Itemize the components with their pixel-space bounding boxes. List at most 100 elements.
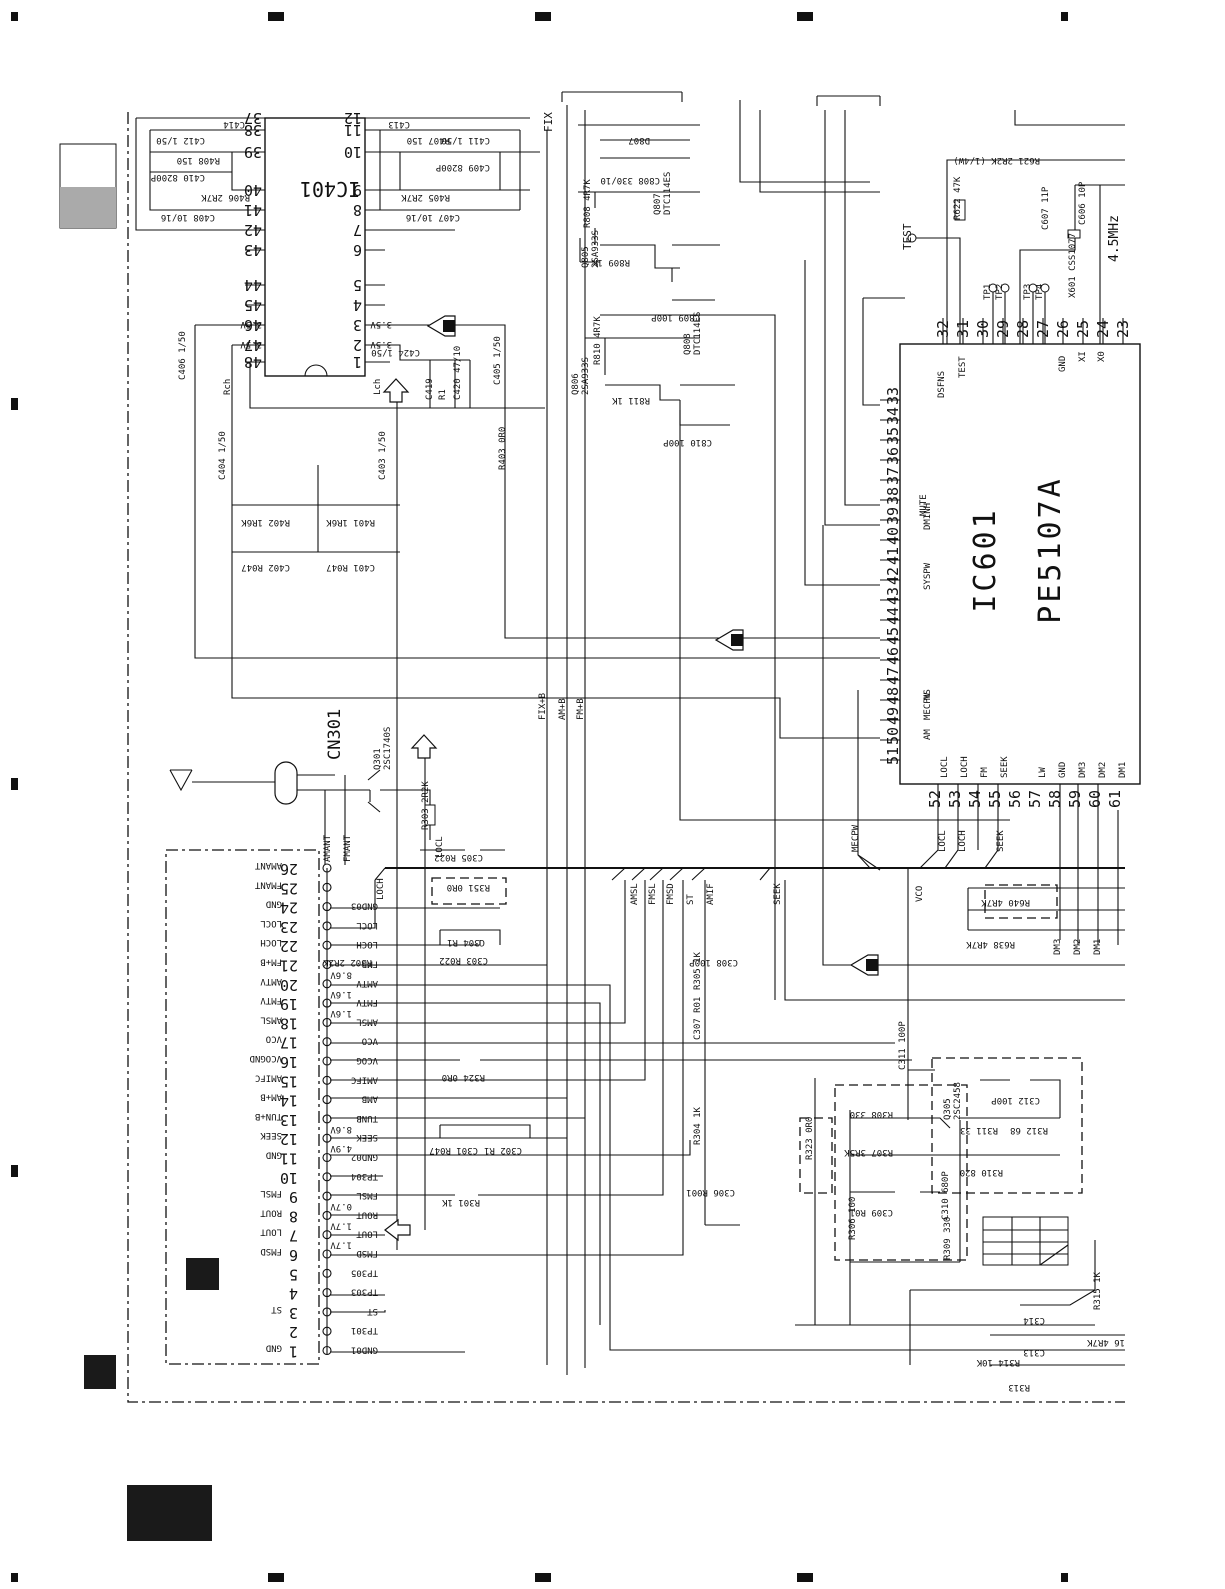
- component-label: C308 100P: [689, 957, 738, 967]
- transistor-ref: Q806: [571, 373, 581, 395]
- component-label: C411 1/50: [441, 135, 490, 145]
- component-label: R307 3R5K: [844, 1147, 893, 1157]
- transistor-part: 2SA933S: [581, 357, 591, 395]
- ic601-signal-label: VCO: [915, 886, 925, 902]
- component-label: C405 1/50: [493, 336, 503, 385]
- ic601-left-pin-label: DMINH: [923, 503, 933, 530]
- ic401-left-pin: 44: [244, 276, 262, 294]
- ic601-left-pin: 34: [884, 407, 902, 425]
- r640-group: [984, 884, 1058, 919]
- ic601-bottom-pin-label: LOCL: [940, 756, 950, 778]
- component-label: TP3: [1023, 284, 1033, 300]
- component-label: R622 47K: [953, 176, 963, 220]
- component-label: R403 0R0: [498, 427, 508, 470]
- fmant-label: FMANT: [343, 834, 353, 862]
- ic601-body: [899, 343, 1141, 785]
- cn301-pin-name: VCO: [266, 1034, 282, 1044]
- ic601-top-pin: 26: [1054, 320, 1072, 338]
- component-label: C403 1/50: [378, 431, 388, 480]
- component-label: R638 4R7K: [966, 939, 1015, 949]
- ic601-bottom-pin: 52: [926, 790, 944, 808]
- ic601-top-area: [907, 110, 1125, 344]
- spec-table: [982, 1216, 1069, 1266]
- ic601-left-pin: 48: [884, 687, 902, 705]
- ic601-top-pin: 23: [1114, 320, 1132, 338]
- component-label: R407 150: [407, 135, 450, 145]
- component-label: C409 8200P: [435, 162, 490, 172]
- ic601-bottom-pin-label: LW: [1038, 767, 1048, 778]
- cn301-pin-name: FMTV: [260, 995, 282, 1005]
- component-label: D807: [628, 135, 650, 145]
- component-label: C314: [1023, 1315, 1045, 1325]
- cn301-pin-number: 24: [280, 899, 298, 917]
- ic401-voltage-label: 3.5V: [370, 339, 392, 349]
- component-label: C305 R022: [434, 852, 483, 862]
- ic401-right-pin: 8: [353, 201, 362, 219]
- component-label: C607 11P: [1041, 186, 1051, 230]
- transistor-part: 2SC1740S: [383, 727, 393, 770]
- cn301-net-name: AMSL: [356, 1016, 378, 1026]
- cn301-pin-number: 9: [289, 1188, 298, 1206]
- cn301-net-name: LOUT: [356, 1229, 378, 1239]
- ic601-bottom-pin: 55: [986, 790, 1004, 808]
- component-label: R310 820: [960, 1167, 1003, 1177]
- component-label: R808 4R7K: [583, 179, 593, 228]
- component-label: C401 R047: [326, 562, 375, 572]
- cn301-pin-number: 11: [280, 1150, 298, 1168]
- locl-q301-label: LOCL: [435, 836, 445, 858]
- cn301-net-name: ST: [367, 1306, 378, 1316]
- component-label: R315 1K: [1093, 1271, 1103, 1310]
- component-label: C412 1/50: [156, 135, 205, 145]
- cn301-pin-number: 15: [280, 1072, 298, 1090]
- transistor-part: 2SC2458: [953, 1082, 963, 1120]
- component-label: C309 R01: [850, 1207, 893, 1217]
- cn301-pin-name: AMIFC: [255, 1072, 282, 1082]
- transistor-ref: Q305: [943, 1098, 953, 1120]
- ic601-signal-label: LOCH: [958, 830, 968, 852]
- ic601-left-pin: 41: [884, 547, 902, 565]
- ic401-left-pin: 43: [244, 241, 262, 259]
- ic401-right-pin: 7: [353, 221, 362, 239]
- transistor-part: 2SA933S: [591, 230, 601, 268]
- cn301-voltage: 8.6V: [330, 1124, 352, 1134]
- ic601-bottom-pin-label: DM1: [1118, 762, 1128, 778]
- component-label: R312 68: [1010, 1125, 1048, 1135]
- cn301-pin-name: AMANT: [254, 860, 282, 870]
- cn301-net-name: FMSD: [356, 1248, 378, 1258]
- cn301-pin-number: 21: [280, 957, 298, 975]
- component-label: R306 100: [848, 1197, 858, 1240]
- cn301-net-name: GND02: [351, 1152, 378, 1162]
- cn301-net-name: FMB: [362, 959, 378, 969]
- cn301-pin-number: 7: [289, 1227, 298, 1245]
- ic401-voltage-label: 3.5V: [240, 319, 262, 329]
- component-label: 16 4R7K: [1086, 1337, 1125, 1347]
- transistor-part: DTC114ES: [693, 312, 703, 355]
- transistor-ref: Q807: [653, 193, 663, 215]
- cn301-pin-number: 4: [289, 1285, 298, 1303]
- component-label: C420 47/10: [453, 346, 463, 400]
- ic401-voltage-label: 3.5V: [370, 319, 392, 329]
- component-label: R301 1K: [441, 1197, 480, 1207]
- q305-section: [799, 1057, 1125, 1366]
- ic601-top-pin-label: TEST: [958, 356, 968, 378]
- component-label: DM2: [1073, 939, 1083, 955]
- component-label: R304 1K: [693, 1106, 703, 1145]
- ic401-right-pin: 5: [353, 276, 362, 294]
- component-label: R811 1K: [611, 395, 650, 405]
- ic601-bottom-pin: 60: [1086, 790, 1104, 808]
- ic601-left-pin: 36: [884, 447, 902, 465]
- component-label: DM1: [1093, 939, 1103, 955]
- component-label: C302 R1: [484, 1145, 522, 1155]
- ic401-right-pin: 1: [353, 353, 362, 371]
- transistor-ref: Q805: [581, 246, 591, 268]
- board-outline: [127, 112, 1125, 1403]
- cn301-pin-number: 25: [280, 879, 298, 897]
- cn301-pin-name: AM+B: [260, 1092, 282, 1102]
- component-label: C408 10/16: [161, 212, 215, 222]
- ic601-signal-label: MECPW: [851, 824, 861, 852]
- cn301-net-name: GND01: [351, 1345, 378, 1355]
- supply-line-label: FM+B: [576, 698, 586, 720]
